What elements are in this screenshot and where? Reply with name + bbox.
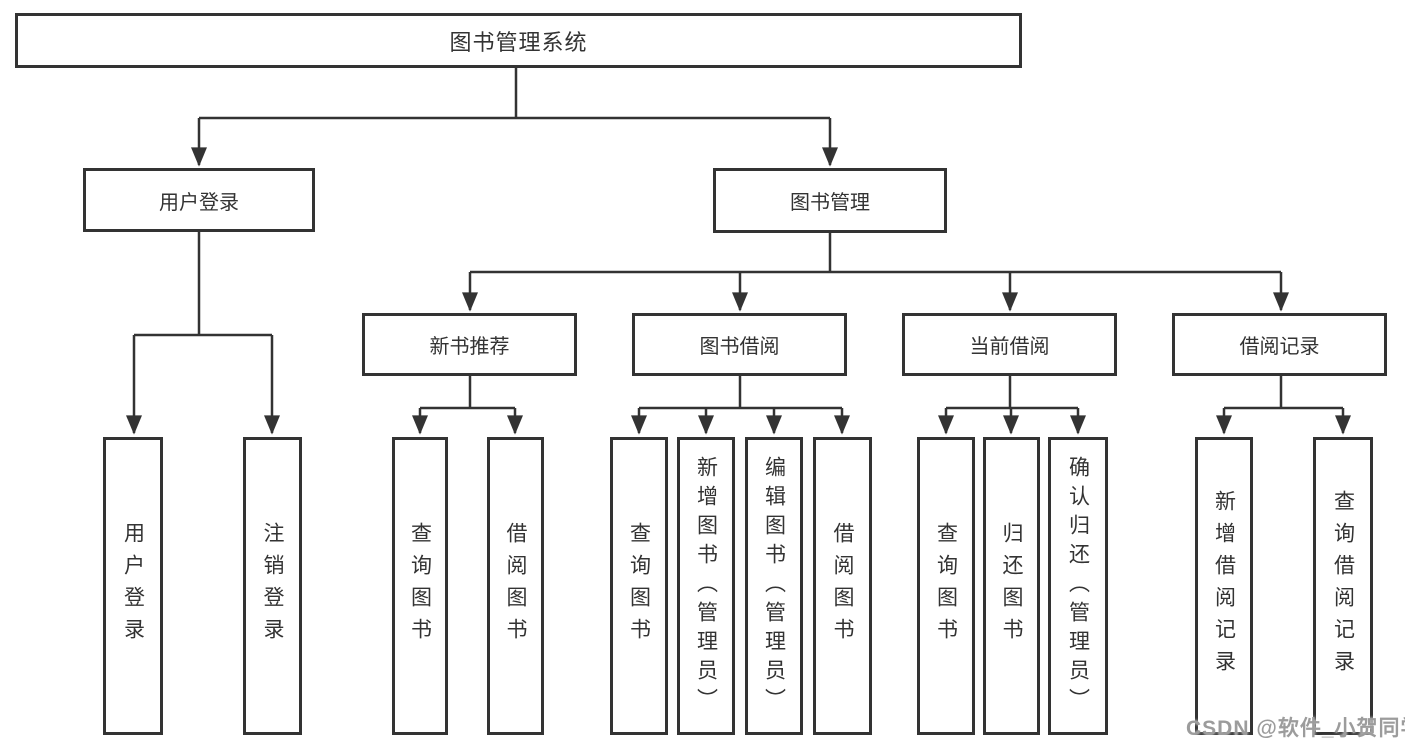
- leaf-user-login-label: 用户登录: [121, 522, 145, 650]
- node-library-system: 图书管理系统: [15, 13, 1022, 68]
- leaf-borrow-books-recommend-label: 借阅图书: [504, 522, 527, 650]
- leaf-query-books-borrowing: 查询图书: [610, 437, 668, 735]
- leaf-query-borrow-record: 查询借阅记录: [1313, 437, 1373, 735]
- leaf-add-borrow-record-label: 新增借阅记录: [1212, 490, 1236, 682]
- leaf-query-books-borrowing-label: 查询图书: [627, 522, 651, 650]
- node-book-management: 图书管理: [713, 168, 947, 233]
- leaf-query-books-current-label: 查询图书: [934, 522, 958, 650]
- leaf-borrow-books: 借阅图书: [813, 437, 872, 735]
- leaf-query-books-current: 查询图书: [917, 437, 975, 735]
- leaf-add-borrow-record: 新增借阅记录: [1195, 437, 1253, 735]
- leaf-query-books-recommend: 查询图书: [392, 437, 448, 735]
- node-current-borrowing: 当前借阅: [902, 313, 1117, 376]
- node-new-book-recommendation: 新书推荐: [362, 313, 577, 376]
- leaf-return-books-label: 归还图书: [1000, 522, 1023, 650]
- leaf-edit-books-admin-label: 编辑图书（管理员）: [762, 455, 786, 717]
- leaf-borrow-books-recommend: 借阅图书: [487, 437, 544, 735]
- leaf-query-borrow-record-label: 查询借阅记录: [1331, 490, 1355, 682]
- node-borrowing-records: 借阅记录: [1172, 313, 1387, 376]
- csdn-watermark: CSDN @软件_小贺同学: [1186, 717, 1405, 740]
- leaf-confirm-return-admin-label: 确认归还（管理员）: [1066, 455, 1090, 717]
- node-book-borrowing: 图书借阅: [632, 313, 847, 376]
- leaf-borrow-books-label: 借阅图书: [831, 522, 854, 650]
- leaf-edit-books-admin: 编辑图书（管理员）: [745, 437, 803, 735]
- leaf-add-books-admin-label: 新增图书（管理员）: [694, 455, 718, 717]
- leaf-logout: 注销登录: [243, 437, 302, 735]
- leaf-user-login: 用户登录: [103, 437, 163, 735]
- leaf-return-books: 归还图书: [983, 437, 1040, 735]
- leaf-logout-label: 注销登录: [261, 522, 284, 650]
- leaf-confirm-return-admin: 确认归还（管理员）: [1048, 437, 1108, 735]
- leaf-query-books-recommend-label: 查询图书: [408, 522, 432, 650]
- node-user-login: 用户登录: [83, 168, 315, 232]
- leaf-add-books-admin: 新增图书（管理员）: [677, 437, 735, 735]
